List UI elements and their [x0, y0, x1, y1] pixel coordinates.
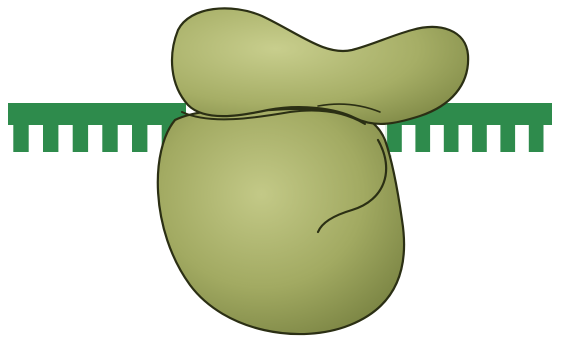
right-strand-tooth — [444, 120, 459, 152]
left-strand-backbone — [8, 103, 186, 125]
strand-left — [8, 103, 186, 152]
protein-small-subunit — [172, 8, 468, 124]
right-strand-tooth — [387, 120, 402, 152]
left-strand-tooth — [43, 120, 58, 152]
left-strand-tooth — [132, 120, 147, 152]
left-strand-tooth — [73, 120, 88, 152]
left-strand-tooth — [13, 120, 28, 152]
right-strand-tooth — [415, 120, 430, 152]
protein-large-subunit — [158, 109, 404, 334]
right-strand-tooth — [500, 120, 515, 152]
right-strand-tooth — [472, 120, 487, 152]
left-strand-tooth — [102, 120, 117, 152]
right-strand-tooth — [529, 120, 544, 152]
